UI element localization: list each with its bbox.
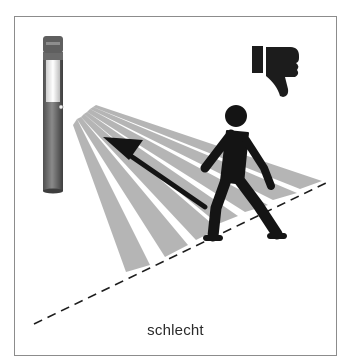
bollard-light-icon (43, 36, 63, 194)
detection-diagram (0, 0, 351, 336)
detection-zone (73, 105, 322, 272)
thumbs-down-icon (252, 46, 299, 97)
rating-caption: schlecht (0, 322, 351, 339)
